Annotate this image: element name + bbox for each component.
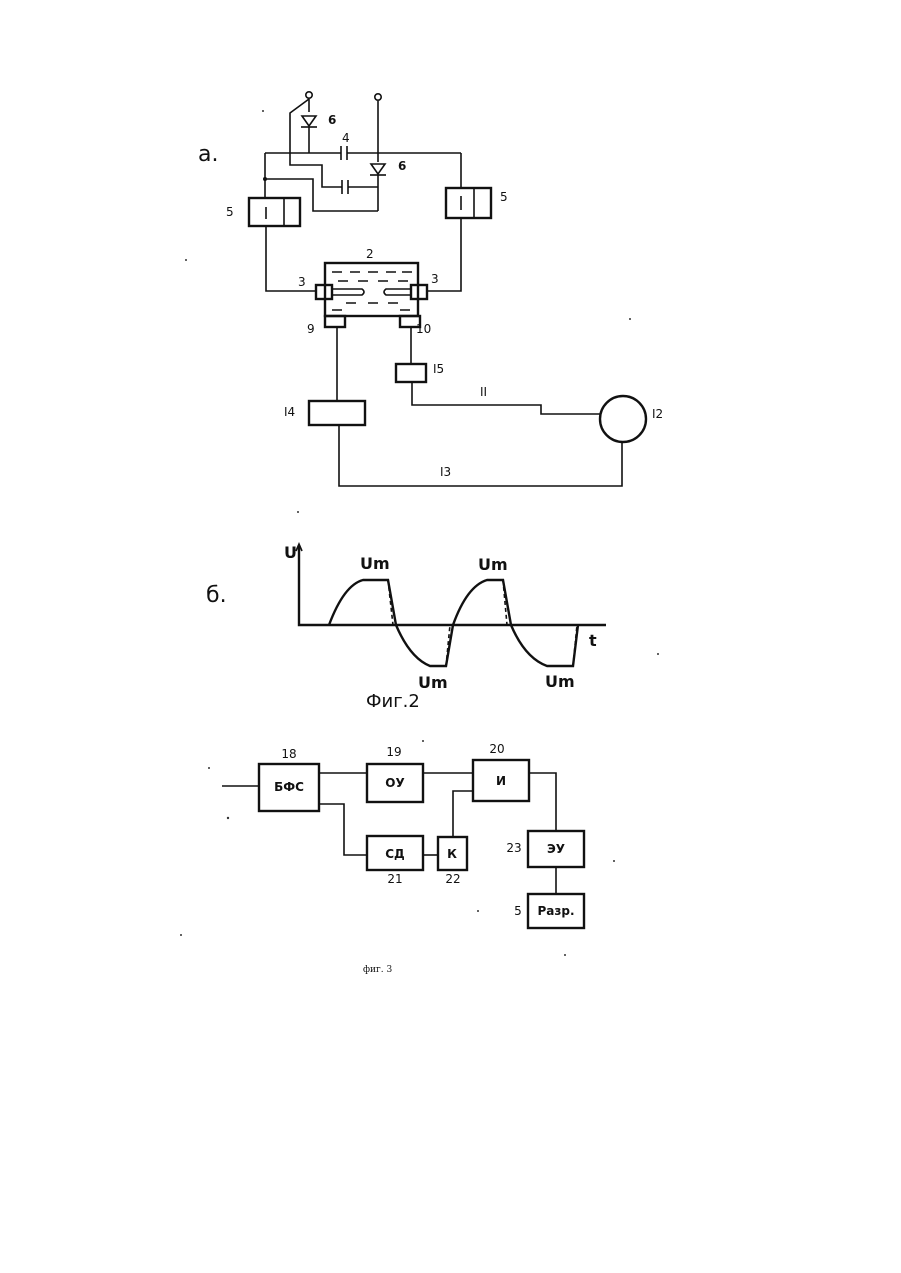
capacitor-lower-symbol bbox=[342, 180, 348, 194]
block-5-right bbox=[446, 188, 491, 218]
block-ou-number: 19 bbox=[386, 745, 401, 759]
waveform-curve bbox=[329, 580, 578, 666]
block-razr-number: 5 bbox=[514, 904, 522, 918]
block-k-label: К bbox=[447, 847, 457, 861]
caption-fig-2: Фиг.2 bbox=[366, 691, 420, 712]
block-bfs-label: БФС bbox=[274, 780, 304, 794]
wire-k-i bbox=[453, 791, 473, 837]
block-i-number: 20 bbox=[489, 742, 504, 756]
label-block-left: 5 bbox=[226, 205, 234, 219]
caption-fig-3: фиг. 3 bbox=[363, 965, 392, 975]
line-11 bbox=[412, 382, 600, 414]
wire-bfs-sd bbox=[319, 804, 367, 855]
axis-u-label: U bbox=[284, 543, 297, 562]
label-sensor-right: 10 bbox=[416, 322, 431, 336]
block-eu-label: ЭУ bbox=[547, 842, 565, 856]
block-14 bbox=[309, 401, 365, 425]
fig-a-circuit: a. 6 6 4 5 bbox=[198, 92, 663, 486]
diode-right-symbol bbox=[370, 164, 386, 175]
fig-3-block-diagram: БФС 18 ОУ 19 И 20 СД 21 К 22 ЭУ 23 Разр.… bbox=[222, 742, 584, 975]
block-razr-label: Разр. bbox=[537, 904, 574, 918]
label-diode-left: 6 bbox=[328, 113, 336, 127]
label-unit-14: I4 bbox=[284, 405, 295, 419]
label-line-13: I3 bbox=[440, 465, 451, 479]
fig-b-panel-label: б. bbox=[206, 583, 227, 608]
terminal-right bbox=[375, 94, 381, 100]
capacitor-top-symbol bbox=[341, 146, 347, 160]
block-sd-label: СД bbox=[385, 847, 405, 861]
line-13 bbox=[339, 425, 622, 486]
label-line-11: II bbox=[480, 385, 487, 399]
label-electrode-right: 3 bbox=[431, 272, 439, 286]
block-sd-number: 21 bbox=[387, 872, 402, 886]
sensor-9 bbox=[325, 316, 345, 327]
waveform-dashed-edges bbox=[388, 580, 577, 666]
peak-label-3: Um bbox=[478, 555, 508, 574]
diode-left-symbol bbox=[301, 116, 317, 127]
peak-label-4: Um bbox=[545, 672, 575, 691]
label-electrode-left: 3 bbox=[298, 275, 306, 289]
label-motor-12: I2 bbox=[652, 407, 663, 421]
electrode-left-rod bbox=[332, 289, 364, 295]
motor-12 bbox=[600, 396, 646, 442]
peak-label-1: Um bbox=[360, 554, 390, 573]
waveform-axes bbox=[299, 545, 606, 625]
terminal-left bbox=[306, 92, 312, 98]
electrode-right-rod bbox=[384, 289, 411, 295]
block-ou-label: ОУ bbox=[385, 776, 404, 790]
peak-label-2: Um bbox=[418, 673, 448, 692]
wire-i-eu bbox=[529, 773, 556, 831]
label-capacitor: 4 bbox=[342, 131, 350, 145]
axis-t-label: t bbox=[589, 631, 597, 650]
block-bfs-number: 18 bbox=[281, 747, 296, 761]
label-block-right: 5 bbox=[500, 190, 508, 204]
label-unit-15: I5 bbox=[433, 362, 444, 376]
block-i-label: И bbox=[496, 774, 506, 788]
fig-a-panel-label: a. bbox=[198, 142, 218, 167]
block-eu-number: 23 bbox=[506, 841, 521, 855]
label-bath: 2 bbox=[366, 247, 374, 261]
block-15 bbox=[396, 364, 426, 382]
scan-specks bbox=[180, 110, 659, 956]
fig-b-waveform: б. U t Um Um Um Um Фиг.2 bbox=[206, 543, 606, 712]
label-diode-right: 6 bbox=[398, 159, 406, 173]
label-sensor-left: 9 bbox=[307, 322, 315, 336]
block-k-number: 22 bbox=[445, 872, 460, 886]
block-5-left bbox=[249, 198, 300, 226]
wire bbox=[266, 226, 316, 291]
